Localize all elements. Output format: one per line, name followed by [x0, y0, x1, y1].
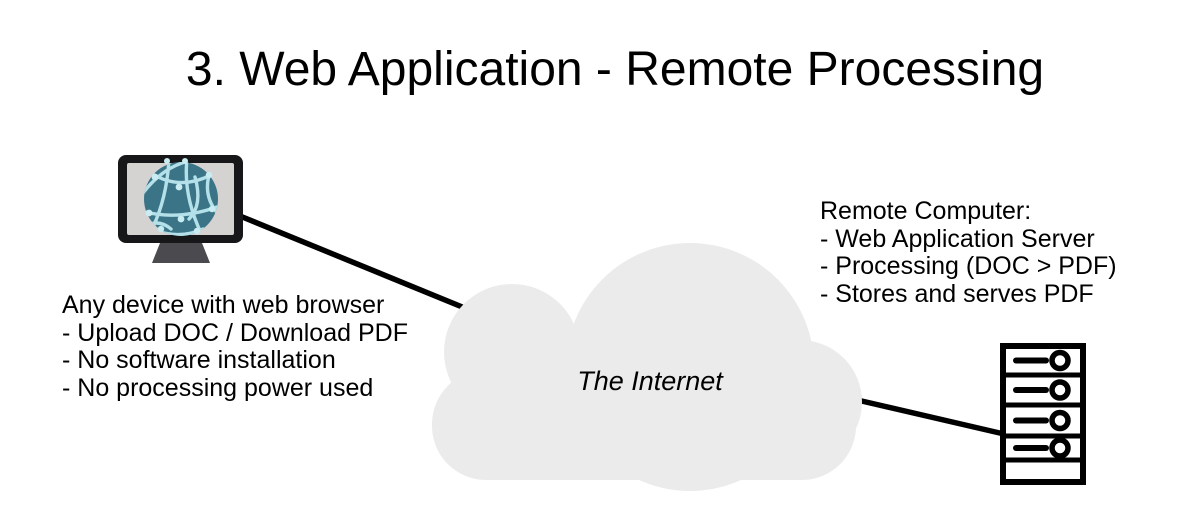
internet-label: The Internet — [577, 366, 723, 396]
server-slot-leds — [1049, 349, 1071, 459]
client-caption-line: - No processing power used — [62, 373, 374, 402]
server-caption: Remote Computer: - Web Application Serve… — [820, 197, 1117, 308]
client-caption-line: Any device with web browser — [62, 291, 385, 319]
server-caption-line: - Processing (DOC > PDF) — [820, 252, 1117, 280]
server-caption-line: Remote Computer: — [820, 197, 1032, 225]
server-slot-handles — [1013, 357, 1049, 451]
connector-client-to-internet-line — [238, 213, 474, 314]
monitor-globe-icon — [118, 155, 243, 263]
server-icon — [1000, 343, 1086, 485]
server-caption-line: - Web Application Server — [820, 224, 1095, 253]
connector-internet-to-server-line — [852, 396, 1005, 437]
server-slot-dividers — [1003, 372, 1083, 463]
client-caption: Any device with web browser - Upload DOC… — [62, 291, 408, 402]
monitor-stand — [152, 243, 210, 263]
globe-nodes — [145, 158, 216, 235]
client-caption-line: - No software installation — [62, 346, 336, 374]
client-caption-line: - Upload DOC / Download PDF — [62, 318, 408, 347]
globe-icon — [144, 158, 218, 236]
page-title: 3. Web Application - Remote Processing — [185, 43, 1045, 96]
internet-cloud-shape — [432, 243, 862, 491]
server-caption-line: - Stores and serves PDF — [820, 279, 1094, 308]
